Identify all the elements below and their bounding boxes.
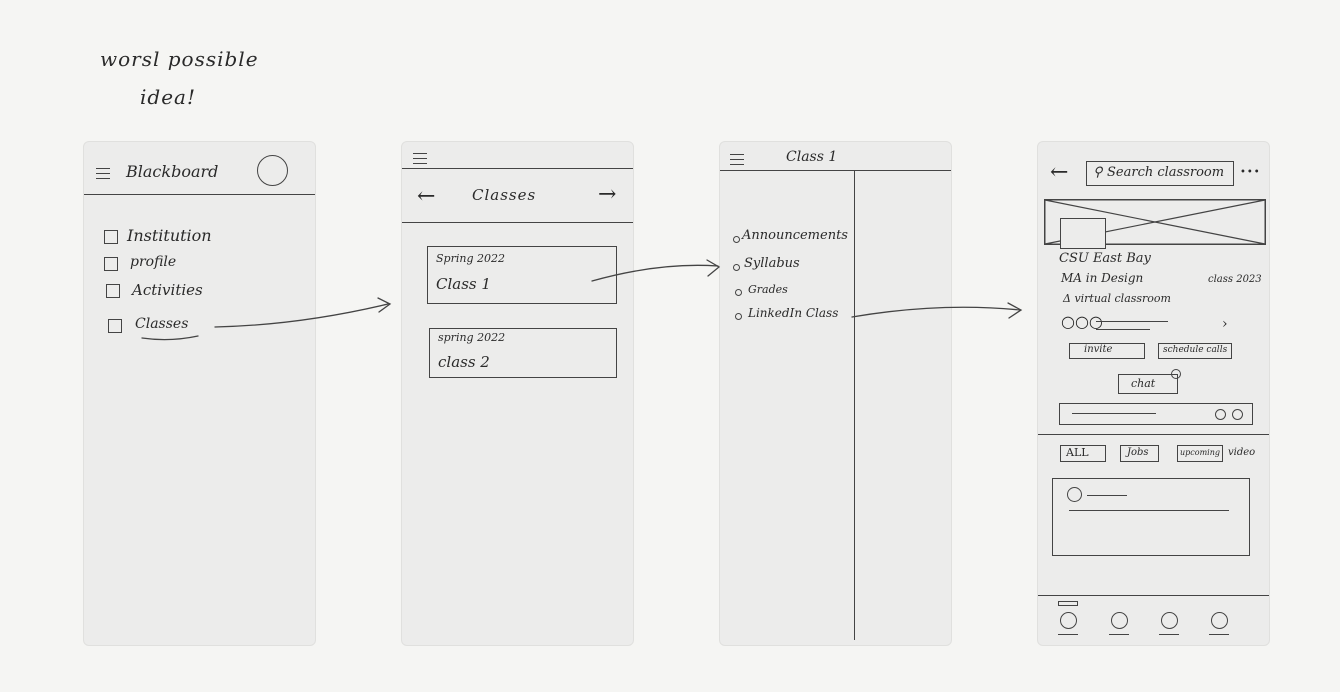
bullet-icon (733, 264, 740, 271)
class-year: class 2023 (1208, 274, 1262, 285)
hamburger-icon[interactable] (413, 153, 427, 164)
logo-image (1060, 218, 1106, 249)
note-line-1: worsl possible (100, 47, 259, 71)
bullet-icon (735, 289, 742, 296)
nav-item-announcements[interactable]: Announcements (742, 228, 848, 243)
nav-underline (1209, 634, 1229, 635)
nav-item-syllabus[interactable]: Syllabus (744, 256, 800, 271)
chat-button[interactable]: chat (1118, 374, 1178, 394)
screen-blackboard-home: Blackboard Institution profile Activitie… (83, 141, 316, 646)
nav-underline (1159, 634, 1179, 635)
feed-post-card[interactable] (1052, 478, 1250, 556)
tab-video[interactable]: video (1228, 447, 1256, 458)
tab-label: ALL (1066, 446, 1089, 459)
nav-underline (1058, 634, 1078, 635)
page-title: Classes (472, 186, 537, 204)
screen-classes: ← Classes → Spring 2022 Class 1 spring 2… (401, 141, 634, 646)
school-name: CSU East Bay (1059, 251, 1151, 266)
handwritten-note: worsl possible idea! (100, 40, 259, 116)
tab-label: Jobs (1127, 447, 1149, 458)
menu-item-classes[interactable]: Classes (135, 316, 189, 332)
nav-classes-icon[interactable] (1111, 612, 1128, 629)
text-line (1096, 321, 1168, 322)
class-card[interactable]: Spring 2022 Class 1 (427, 246, 617, 304)
bullet-icon (735, 313, 742, 320)
arrow-right-icon[interactable]: → (598, 182, 617, 207)
notification-dot-icon (1171, 369, 1181, 379)
menu-item-profile[interactable]: profile (130, 254, 177, 270)
flow-arrow-3-head (1007, 302, 1023, 319)
header-divider (720, 170, 951, 171)
search-input[interactable]: ⚲ Search classroom (1086, 161, 1234, 186)
page-title: Class 1 (786, 149, 838, 165)
menu-item-institution[interactable]: Institution (127, 226, 212, 245)
app-title: Blackboard (126, 162, 219, 181)
nav-item-linkedin-class[interactable]: LinkedIn Class (748, 306, 839, 320)
class-name: class 2 (438, 353, 490, 371)
tab-jobs[interactable]: Jobs (1120, 445, 1159, 462)
checkbox-icon[interactable] (108, 319, 122, 333)
class-term: spring 2022 (438, 331, 506, 344)
hamburger-icon[interactable] (730, 154, 744, 165)
flow-arrow-2-head (706, 259, 721, 277)
text-line (1069, 510, 1229, 511)
header-divider (402, 222, 633, 223)
checkbox-icon[interactable] (106, 284, 120, 298)
section-divider (1038, 434, 1269, 435)
split-divider (854, 170, 855, 640)
virtual-classroom-label: Δ virtual classroom (1063, 292, 1171, 305)
hamburger-icon[interactable] (96, 168, 110, 179)
search-placeholder: Search classroom (1107, 165, 1225, 180)
menu-item-activities[interactable]: Activities (132, 281, 203, 299)
text-line (1096, 329, 1150, 330)
nav-messages-icon[interactable] (1161, 612, 1178, 629)
invite-label: invite (1084, 344, 1113, 355)
text-line (1072, 413, 1156, 414)
class-name: Class 1 (436, 275, 491, 293)
arrow-left-icon[interactable]: ← (417, 184, 436, 209)
checkbox-icon[interactable] (104, 230, 118, 244)
members-avatars-icon[interactable]: ○○○ (1061, 312, 1103, 331)
header-divider (84, 194, 315, 195)
message-input[interactable] (1059, 403, 1253, 425)
active-indicator (1058, 601, 1078, 606)
post-avatar-icon (1067, 487, 1082, 502)
checkbox-icon[interactable] (104, 257, 118, 271)
nav-home-icon[interactable] (1060, 612, 1077, 629)
bullet-icon (733, 236, 740, 243)
schedule-calls-button[interactable]: schedule calls (1158, 343, 1232, 359)
note-line-2: idea! (140, 85, 196, 109)
schedule-label: schedule calls (1163, 345, 1228, 355)
chevron-right-icon[interactable]: › (1222, 316, 1228, 332)
tab-all[interactable]: ALL (1060, 445, 1106, 462)
flow-arrow-1-head (377, 297, 392, 313)
program-name: MA in Design (1061, 271, 1144, 285)
avatar-circle-icon[interactable] (257, 155, 288, 186)
more-icon[interactable]: ••• (1240, 167, 1261, 178)
chat-label: chat (1131, 377, 1156, 390)
screen-class-detail: Class 1 Announcements Syllabus Grades Li… (719, 141, 952, 646)
nav-item-grades[interactable]: Grades (748, 283, 788, 296)
screen-classroom: ← ⚲ Search classroom ••• CSU East Bay MA… (1037, 141, 1270, 646)
attach-icon[interactable] (1232, 409, 1243, 420)
nav-profile-icon[interactable] (1211, 612, 1228, 629)
nav-underline (1109, 634, 1129, 635)
text-line (1087, 495, 1127, 496)
emoji-icon[interactable] (1215, 409, 1226, 420)
bottom-nav-divider (1038, 595, 1269, 596)
tab-label: upcoming (1180, 448, 1220, 457)
tab-upcoming[interactable]: upcoming (1177, 445, 1223, 462)
arrow-left-icon[interactable]: ← (1050, 160, 1069, 185)
class-card[interactable]: spring 2022 class 2 (429, 328, 617, 378)
class-term: Spring 2022 (436, 252, 505, 265)
header-divider (402, 168, 633, 169)
invite-button[interactable]: invite (1069, 343, 1145, 359)
search-icon: ⚲ (1093, 165, 1103, 180)
